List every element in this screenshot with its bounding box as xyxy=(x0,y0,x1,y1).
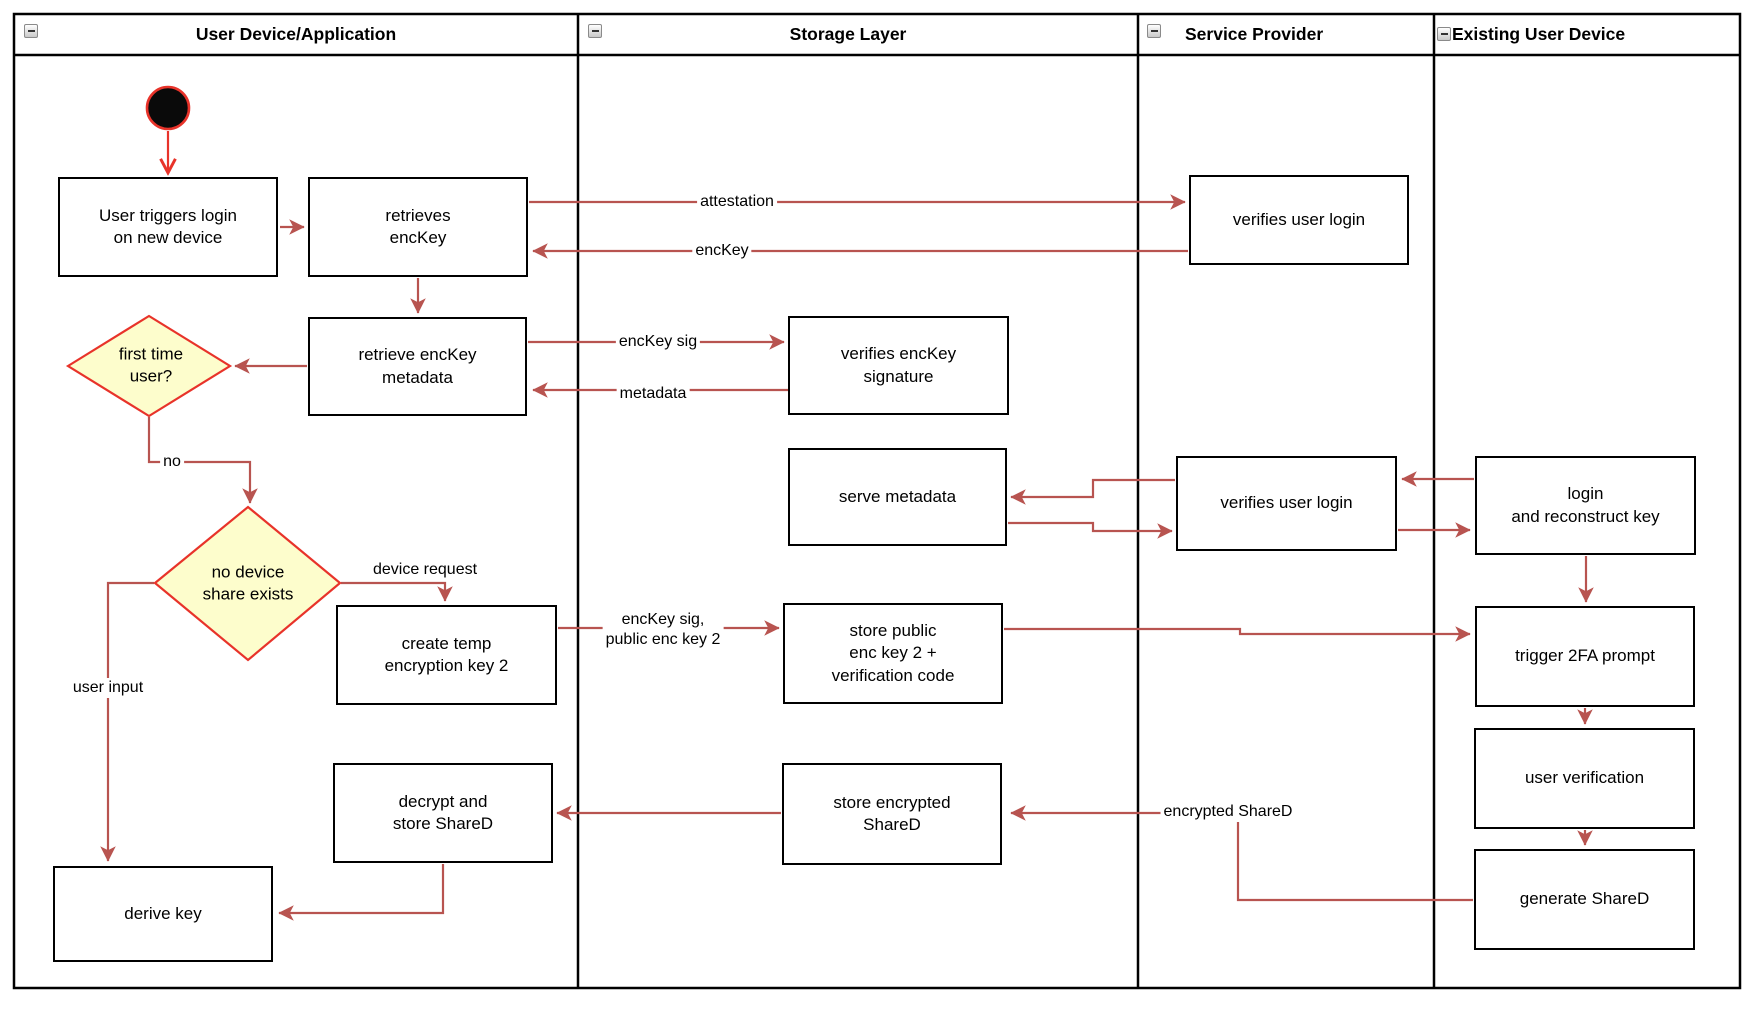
decision-no-device-share[interactable] xyxy=(153,505,342,662)
lane-title-existing-user-device[interactable]: Existing User Device xyxy=(1452,24,1626,44)
edge-no-path[interactable] xyxy=(147,417,258,504)
edge-encrypted-shared[interactable] xyxy=(1010,805,1473,902)
node-store-encrypted-shared[interactable]: store encrypted ShareD xyxy=(782,763,1002,865)
edge-label-no[interactable]: no xyxy=(160,452,184,472)
node-verifies-user-login-top[interactable]: verifies user login xyxy=(1189,175,1409,265)
edge-decrypt-to-derive[interactable] xyxy=(278,864,445,921)
node-generate-shared[interactable]: generate ShareD xyxy=(1474,849,1695,950)
node-label: verifies user login xyxy=(1220,493,1353,513)
decision-label-first-time-user: first time user? xyxy=(118,344,184,386)
node-store-public-key[interactable]: store public enc key 2 + verification co… xyxy=(783,603,1003,704)
node-label: verifies user login xyxy=(1232,209,1366,229)
node-label: derive key xyxy=(124,903,202,923)
edge-label-enckey[interactable]: encKey xyxy=(692,241,752,261)
node-verifies-user-login-mid[interactable]: verifies user login xyxy=(1176,456,1397,551)
edge-label-device-request[interactable]: device request xyxy=(369,560,481,580)
edge-vul2-to-servemetadata[interactable] xyxy=(1010,478,1175,505)
collapse-lane2-button[interactable] xyxy=(588,24,602,38)
node-decrypt-store-shared[interactable]: decrypt and store ShareD xyxy=(333,763,553,863)
node-label: decrypt and store ShareD xyxy=(392,791,494,833)
collapse-lane4-button[interactable] xyxy=(1437,27,1451,41)
node-label: create temp encryption key 2 xyxy=(384,633,509,675)
node-label: generate ShareD xyxy=(1519,889,1650,909)
node-label: retrieve encKey metadata xyxy=(358,345,477,387)
collapse-lane1-button[interactable] xyxy=(24,24,38,38)
node-create-temp-key[interactable]: create temp encryption key 2 xyxy=(336,605,557,705)
minus-icon xyxy=(27,30,35,32)
decision-first-time-user[interactable] xyxy=(65,314,233,418)
node-retrieve-enckey-metadata[interactable]: retrieve encKey metadata xyxy=(308,317,527,416)
lane-header-existing-user-device: Existing User Device xyxy=(1437,21,1625,47)
start-node[interactable] xyxy=(145,85,191,131)
minus-icon xyxy=(591,30,599,32)
edge-device-request[interactable] xyxy=(341,581,453,602)
node-label: serve metadata xyxy=(838,486,957,506)
lane-title-user-device[interactable]: User Device/Application xyxy=(195,24,397,44)
node-user-verification[interactable]: user verification xyxy=(1474,728,1695,829)
node-label: verifies encKey signature xyxy=(840,344,957,386)
node-label: user verification xyxy=(1524,768,1645,788)
node-label: store public enc key 2 + verification co… xyxy=(831,620,955,685)
lane-title-storage-layer[interactable]: Storage Layer xyxy=(789,24,907,44)
minus-icon xyxy=(1150,30,1158,32)
node-label: store encrypted ShareD xyxy=(833,792,951,834)
node-login-reconstruct-key[interactable]: login and reconstruct key xyxy=(1475,456,1696,555)
node-label: retrieves encKey xyxy=(385,205,451,247)
edge-label-enckey-sig-public[interactable]: encKey sig, public enc key 2 xyxy=(602,610,724,650)
edge-servemetadata-to-vul2[interactable] xyxy=(1008,521,1173,539)
edge-user-input[interactable] xyxy=(100,581,154,862)
lane-title-service-provider[interactable]: Service Provider xyxy=(1185,24,1324,44)
edge-label-encrypted-shared[interactable]: encrypted ShareD xyxy=(1160,802,1296,822)
edge-label-user-input[interactable]: user input xyxy=(69,678,147,698)
collapse-lane3-button[interactable] xyxy=(1147,24,1161,38)
edges xyxy=(100,131,1594,921)
edge-label-attestation[interactable]: attestation xyxy=(697,192,777,212)
node-serve-metadata[interactable]: serve metadata xyxy=(788,448,1007,546)
node-retrieves-enckey[interactable]: retrieves encKey xyxy=(308,177,528,277)
edge-storepublic-to-2fa[interactable] xyxy=(1004,626,1471,642)
edge-label-enckey-sig[interactable]: encKey sig xyxy=(615,332,701,352)
node-label: trigger 2FA prompt xyxy=(1515,646,1655,666)
node-derive-key[interactable]: derive key xyxy=(53,866,273,962)
node-label: login and reconstruct key xyxy=(1511,484,1660,526)
node-trigger-2fa[interactable]: trigger 2FA prompt xyxy=(1475,606,1695,707)
minus-icon xyxy=(1440,33,1448,35)
node-label: User triggers login on new device xyxy=(99,205,237,247)
node-user-triggers-login[interactable]: User triggers login on new device xyxy=(58,177,278,277)
edge-label-metadata[interactable]: metadata xyxy=(616,384,690,404)
node-verifies-enckey-signature[interactable]: verifies encKey signature xyxy=(788,316,1009,415)
decision-label-no-device-share: no device share exists xyxy=(202,562,294,604)
